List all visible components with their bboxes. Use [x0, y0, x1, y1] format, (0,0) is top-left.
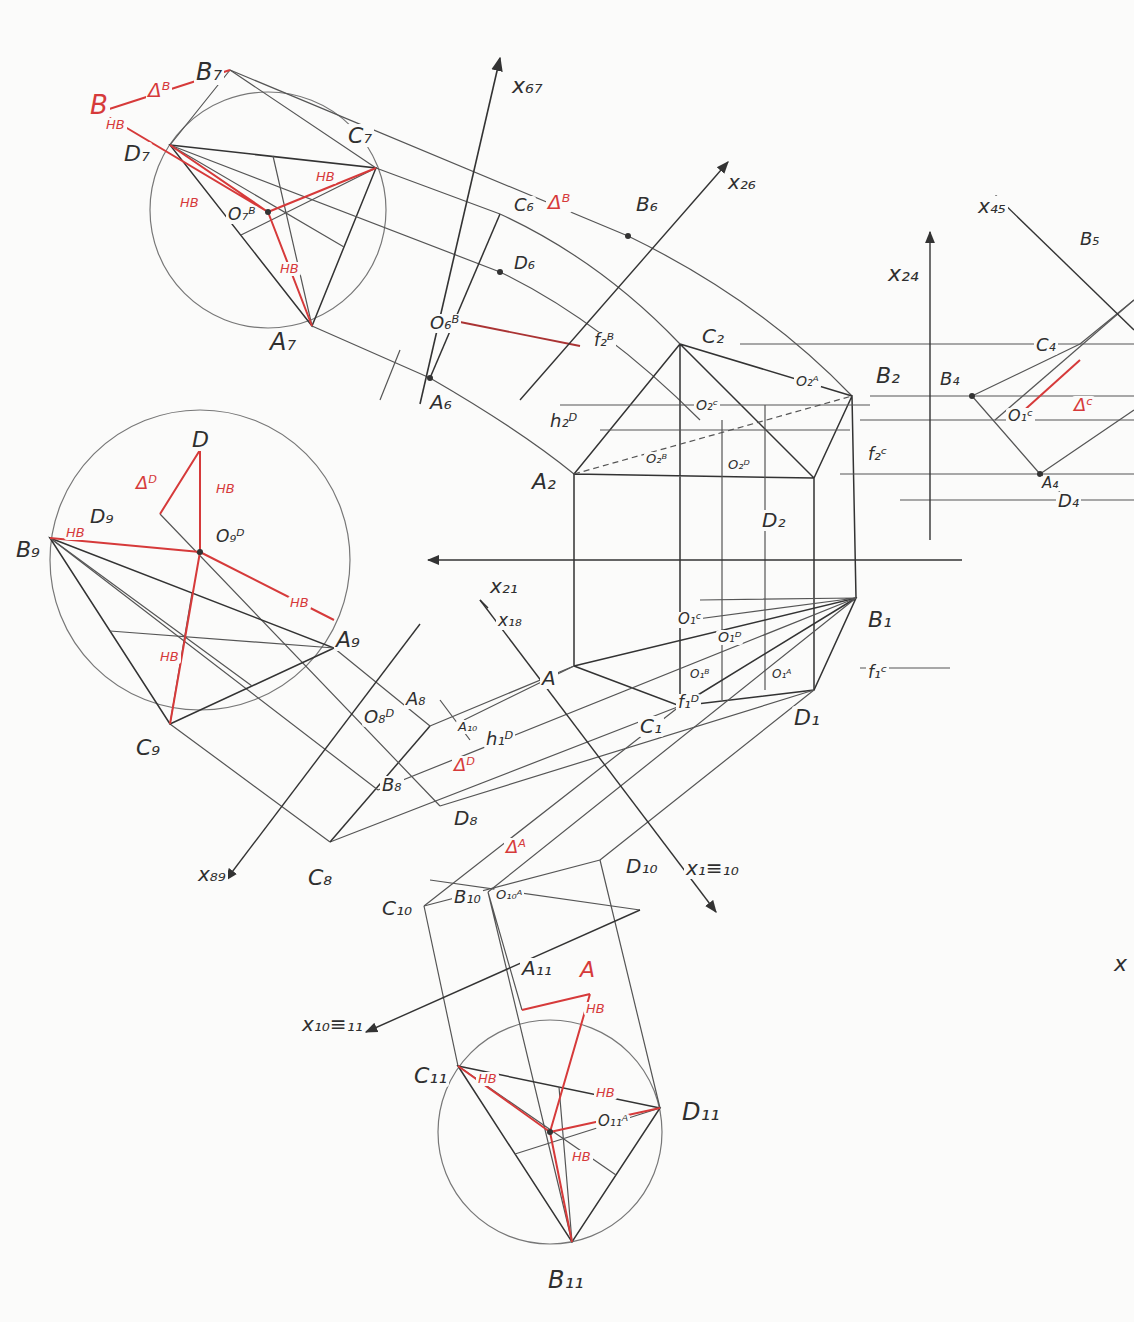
point-label: O₁₀ᴬ — [494, 888, 524, 902]
true-size-label: HB — [214, 482, 237, 496]
point-label: B₁₀ — [452, 888, 483, 907]
point-label: D₁ — [792, 706, 822, 729]
point-label: B₁₁ — [546, 1268, 586, 1293]
point-label: A₇ — [268, 330, 298, 355]
true-size-label: HB — [158, 650, 181, 664]
true-size-label: HB — [64, 526, 87, 540]
true-size-label: HB — [178, 196, 201, 210]
point-label: O₁ᴮ — [688, 668, 711, 681]
point-label: C₁₀ — [380, 898, 414, 919]
true-size-label: HB — [278, 262, 301, 276]
point-label: A₈ — [404, 690, 428, 709]
point-label: f₁ᶜ — [866, 664, 889, 682]
point-label: B₂ — [874, 364, 902, 387]
true-size-label: HB — [104, 118, 127, 132]
point-label: C₉ — [134, 736, 162, 759]
point-label: x₁₀≡₁₁ — [300, 1014, 365, 1035]
point-label: B₈ — [380, 776, 404, 795]
point-label: x₂₁ — [488, 576, 520, 597]
point-label: O₁₁ᴬ — [596, 1114, 630, 1130]
point-label: O₉ᴰ — [214, 528, 246, 546]
point-label: D₈ — [452, 808, 479, 829]
true-size-label: A — [578, 958, 597, 981]
point-label: A₁₀ — [456, 720, 479, 734]
point-label: C₁ — [638, 716, 664, 737]
point-label: D₆ — [512, 254, 537, 273]
point-label: B₉ — [14, 538, 42, 561]
point-label: O₁ᴰ — [716, 630, 743, 645]
point-label: D₁₁ — [680, 1100, 722, 1125]
true-size-label: Δᴬ — [504, 838, 528, 857]
point-label: O₂ᴮ — [644, 452, 669, 466]
point-label: C₄ — [1034, 336, 1058, 355]
point-label: D₂ — [760, 510, 787, 531]
point-label: x — [1112, 952, 1129, 975]
point-label: f₂ᶜ — [866, 446, 889, 464]
point-label: x₆₇ — [510, 74, 545, 97]
true-size-label: HB — [288, 596, 311, 610]
point-label: C₆ — [512, 196, 536, 215]
true-size-label: Δᴮ — [146, 80, 172, 101]
point-label: x₂₄ — [886, 262, 921, 285]
true-size-label: Δᴰ — [134, 474, 159, 493]
point-label: x₄₅ — [976, 196, 1008, 217]
true-size-label: HB — [584, 1002, 607, 1016]
point-label: D₁₀ — [624, 856, 659, 877]
true-size-label: HB — [476, 1072, 499, 1086]
point-label: A₄ — [1040, 476, 1060, 492]
point-label: f₂ᴮ — [592, 332, 616, 350]
point-label: O₂ᴰ — [726, 458, 752, 472]
true-size-label: Δᴮ — [546, 192, 572, 213]
point-label: O₁ᶜ — [676, 612, 703, 628]
point-label: A₁₁ — [520, 958, 554, 979]
point-label: h₁ᴰ — [484, 730, 515, 749]
point-label: f₁ᴰ — [676, 694, 701, 712]
point-label: x₁₈ — [496, 612, 524, 630]
point-label: B₇ — [194, 60, 224, 85]
true-size-label: HB — [314, 170, 337, 184]
point-label: O₂ᶜ — [694, 398, 720, 413]
true-size-label: Δᶜ — [1072, 396, 1095, 415]
point-label: D₇ — [122, 142, 152, 165]
point-label: C₂ — [700, 326, 726, 347]
point-label: O₂ᴬ — [794, 374, 821, 389]
point-label: D₄ — [1056, 492, 1081, 511]
point-label: C₈ — [306, 866, 334, 889]
true-size-label: B — [88, 92, 110, 119]
point-label: A — [540, 668, 558, 689]
point-label: C₇ — [346, 124, 374, 147]
point-label: D₉ — [88, 506, 115, 527]
point-label: A₆ — [428, 392, 454, 413]
point-label: x₁≡₁₀ — [684, 858, 741, 879]
true-size-label: HB — [594, 1086, 617, 1100]
true-size-label: Δᴰ — [452, 756, 477, 775]
point-label: x₈₉ — [196, 864, 228, 885]
point-label: O₆ᴮ — [428, 314, 461, 333]
point-label: h₂ᴰ — [548, 412, 579, 431]
point-label: B₄ — [938, 370, 962, 389]
true-size-label: HB — [570, 1150, 593, 1164]
point-label: A₉ — [334, 628, 362, 651]
point-label: O₁ᴬ — [770, 668, 793, 681]
point-label: B₁ — [866, 608, 894, 631]
point-label: x₂₆ — [726, 172, 758, 193]
point-label: O₈ᴰ — [362, 708, 396, 727]
point-label: D — [190, 428, 211, 451]
point-label: C₁₁ — [412, 1064, 449, 1087]
point-label: A₂ — [530, 470, 558, 493]
point-label: B₅ — [1078, 230, 1102, 249]
point-label: B₆ — [634, 194, 660, 215]
point-label: O₇ᴮ — [226, 206, 258, 224]
point-label: O₁ᶜ — [1006, 408, 1035, 425]
